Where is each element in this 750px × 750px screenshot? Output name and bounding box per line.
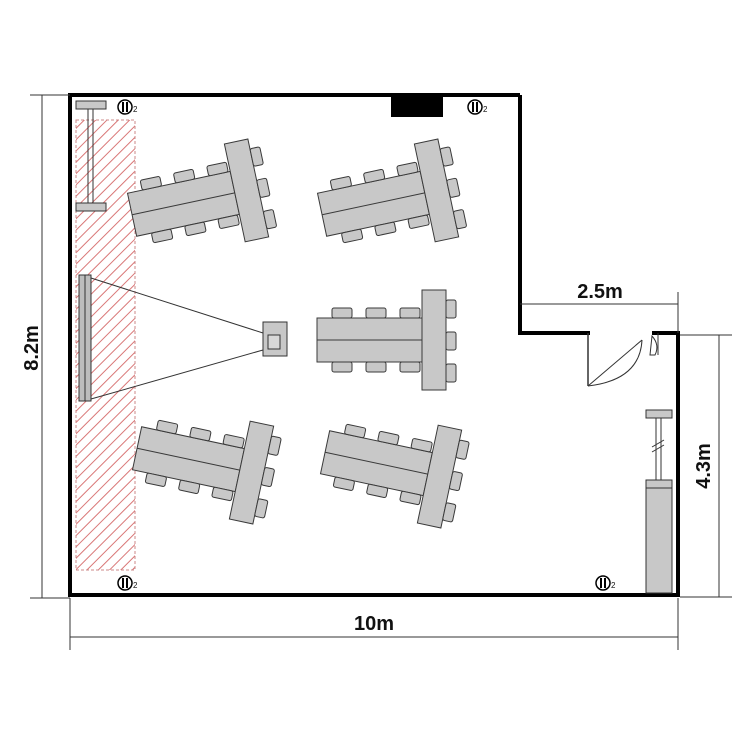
door-swing-arc (587, 339, 643, 387)
chair (222, 434, 245, 449)
chair (156, 419, 179, 435)
outlet-bottom-right: 2 (595, 575, 616, 591)
dimension-notch-label: 2.5m (577, 281, 623, 303)
chair (399, 361, 421, 373)
chair (344, 423, 367, 439)
chair (363, 168, 386, 184)
dimension-width-label: 10m (354, 613, 394, 635)
table-cluster-center (316, 289, 457, 391)
chair (332, 476, 355, 491)
chair (206, 161, 229, 177)
black-cabinet (391, 95, 443, 117)
chair (331, 361, 353, 373)
chair (396, 161, 419, 177)
chair (341, 228, 364, 244)
chair (446, 177, 461, 198)
dimension-width (69, 598, 679, 650)
dimension-height-label: 8.2m (21, 325, 43, 371)
svg-text:2: 2 (133, 581, 138, 590)
chair (374, 221, 397, 236)
chair (455, 439, 470, 460)
svg-text:2: 2 (611, 581, 616, 590)
chair (261, 467, 275, 488)
chair (173, 168, 196, 184)
svg-text:2: 2 (483, 105, 488, 114)
left-shelf (75, 100, 107, 212)
chair (365, 307, 387, 319)
chair (329, 176, 352, 191)
chair (331, 307, 353, 319)
chair (445, 363, 457, 383)
chair (249, 146, 264, 167)
chair (189, 427, 212, 442)
chair (453, 209, 467, 230)
chair (256, 177, 271, 198)
chair (407, 214, 430, 229)
table-cluster-top-right (316, 138, 467, 244)
chair (399, 490, 422, 506)
chair (151, 228, 174, 244)
door-opening (590, 328, 652, 338)
chair (139, 176, 162, 191)
dimension-right-wall-label: 4.3m (693, 443, 715, 489)
end-table (421, 289, 447, 391)
chair (449, 471, 463, 492)
projector-lens (267, 334, 281, 350)
outlet-top-right: 2 (467, 99, 488, 115)
table-cluster-bottom-left (131, 419, 282, 525)
table-seam (324, 451, 428, 475)
svg-text:2: 2 (133, 105, 138, 114)
chair (377, 431, 400, 446)
table-seam (131, 192, 235, 216)
chair (178, 479, 201, 495)
chair (365, 361, 387, 373)
projector-beam-bottom (90, 349, 264, 400)
chair (399, 307, 421, 319)
chair (184, 221, 207, 236)
chair (445, 299, 457, 319)
chair (445, 331, 457, 351)
chair (439, 146, 454, 167)
projector-beam-top (90, 277, 264, 334)
storage-cabinet (645, 487, 673, 594)
dimension-notch (520, 292, 679, 333)
chair (217, 214, 240, 229)
door-leaf-left (587, 339, 643, 387)
table-cluster-top-left (126, 138, 277, 244)
chair (442, 502, 457, 523)
chair (254, 498, 269, 519)
outlet-top-left: 2 (117, 99, 138, 115)
outlet-bottom-left: 2 (117, 575, 138, 591)
chair (263, 209, 277, 230)
door-leaf-small (649, 334, 658, 356)
chair (144, 472, 167, 487)
dimension-height (30, 94, 70, 599)
right-shelf (645, 409, 673, 489)
chair (211, 486, 234, 502)
chair (410, 438, 433, 453)
dimension-right-wall (680, 334, 732, 598)
table-seam (321, 192, 425, 216)
table-cluster-bottom-right (319, 423, 470, 529)
chair (366, 483, 389, 499)
chair (267, 435, 282, 456)
table-seam (136, 447, 240, 471)
